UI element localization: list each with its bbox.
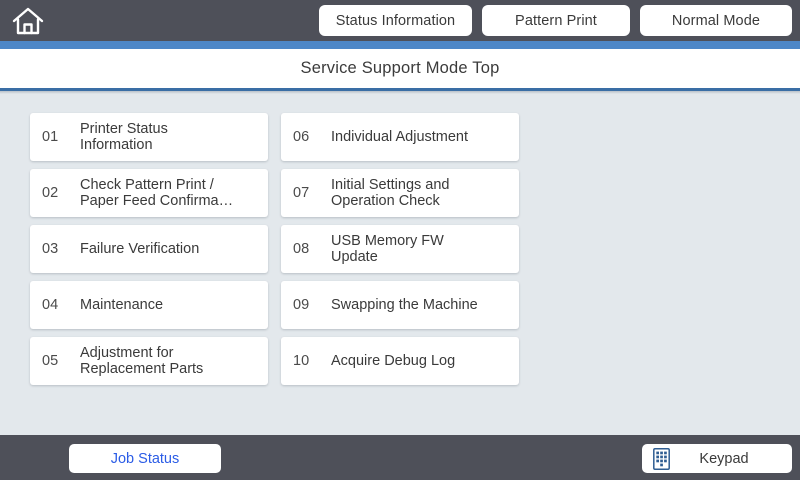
menu-item-number: 01 bbox=[42, 129, 59, 145]
menu-item-label: Maintenance bbox=[80, 297, 164, 313]
keypad-label: Keypad bbox=[699, 450, 749, 467]
title-divider-shadow bbox=[0, 91, 800, 94]
job-status-label: Job Status bbox=[110, 450, 180, 467]
top-toolbar-buttons: Status Information Pattern Print Normal … bbox=[319, 5, 792, 36]
menu-item-number: 02 bbox=[42, 185, 59, 201]
content-area: 01 Printer Status Information 06 Individ… bbox=[0, 94, 800, 435]
menu-item-02[interactable]: 02 Check Pattern Print / Paper Feed Conf… bbox=[30, 169, 268, 217]
menu-item-label: Swapping the Machine bbox=[331, 297, 478, 313]
menu-item-number: 09 bbox=[293, 297, 310, 313]
menu-item-07[interactable]: 07 Initial Settings and Operation Check bbox=[281, 169, 519, 217]
job-status-button[interactable]: Job Status bbox=[69, 444, 221, 473]
menu-item-number: 04 bbox=[42, 297, 59, 313]
menu-item-03[interactable]: 03 Failure Verification bbox=[30, 225, 268, 273]
menu-item-01[interactable]: 01 Printer Status Information bbox=[30, 113, 268, 161]
menu-item-label: Initial Settings and Operation Check bbox=[331, 177, 450, 209]
menu-item-number: 08 bbox=[293, 241, 310, 257]
status-information-button[interactable]: Status Information bbox=[319, 5, 472, 36]
menu-item-label: Adjustment for Replacement Parts bbox=[80, 345, 204, 377]
menu-item-number: 06 bbox=[293, 129, 310, 145]
pattern-print-button[interactable]: Pattern Print bbox=[482, 5, 630, 36]
keypad-button[interactable]: Keypad bbox=[642, 444, 792, 473]
title-divider bbox=[0, 88, 800, 91]
menu-item-label: Check Pattern Print / Paper Feed Confirm… bbox=[80, 177, 234, 209]
home-icon[interactable] bbox=[12, 6, 44, 36]
menu-item-number: 05 bbox=[42, 353, 59, 369]
page-title: Service Support Mode Top bbox=[300, 59, 500, 77]
menu-item-label: Failure Verification bbox=[80, 241, 200, 257]
normal-mode-button[interactable]: Normal Mode bbox=[640, 5, 792, 36]
menu-item-10[interactable]: 10 Acquire Debug Log bbox=[281, 337, 519, 385]
keypad-icon bbox=[653, 447, 670, 470]
menu-item-label: USB Memory FW Update bbox=[331, 233, 444, 265]
menu-item-06[interactable]: 06 Individual Adjustment bbox=[281, 113, 519, 161]
menu-item-label: Acquire Debug Log bbox=[331, 353, 456, 369]
menu-item-09[interactable]: 09 Swapping the Machine bbox=[281, 281, 519, 329]
menu-item-number: 07 bbox=[293, 185, 310, 201]
menu-grid: 01 Printer Status Information 06 Individ… bbox=[30, 113, 520, 385]
menu-item-08[interactable]: 08 USB Memory FW Update bbox=[281, 225, 519, 273]
accent-bar bbox=[0, 41, 800, 49]
menu-item-label: Individual Adjustment bbox=[331, 129, 469, 145]
menu-item-number: 03 bbox=[42, 241, 59, 257]
menu-item-number: 10 bbox=[293, 353, 310, 369]
page-title-bar: Service Support Mode Top bbox=[0, 49, 800, 88]
menu-item-04[interactable]: 04 Maintenance bbox=[30, 281, 268, 329]
menu-item-05[interactable]: 05 Adjustment for Replacement Parts bbox=[30, 337, 268, 385]
top-toolbar: Status Information Pattern Print Normal … bbox=[0, 0, 800, 41]
menu-item-label: Printer Status Information bbox=[80, 121, 168, 153]
